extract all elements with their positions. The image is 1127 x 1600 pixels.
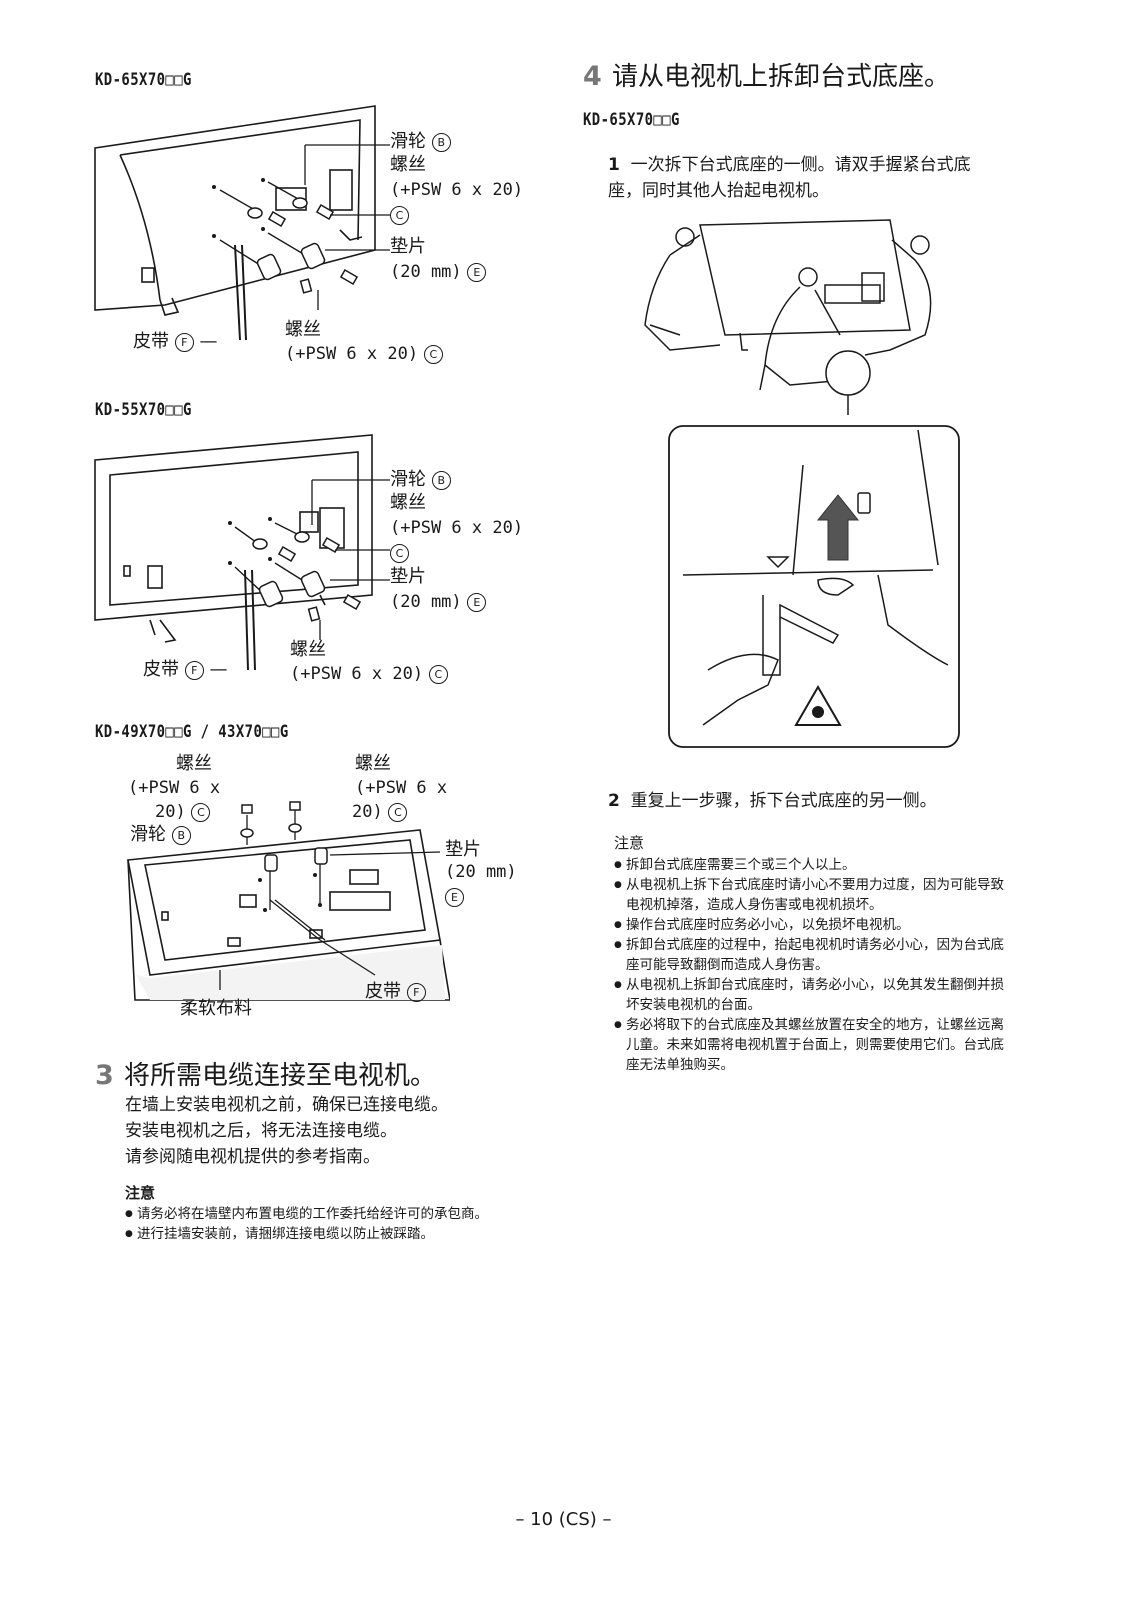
label-belt-49: 皮带 F [365, 980, 426, 1004]
tv-65-rear-illustration [94, 105, 390, 340]
step3-notes: 请务必将在墙壁内布置电缆的工作委托给经许可的承包商。 进行挂墙安装前，请捆绑连接… [125, 1204, 515, 1244]
label-screw-left: 螺丝 [176, 753, 212, 774]
label-spacer: 垫片 [390, 236, 426, 257]
label-pulley-49: 滑轮 B [130, 823, 191, 847]
step3-line: 安装电视机之后，将无法连接电缆。 [125, 1121, 397, 1141]
step3-body: 在墙上安装电视机之前，确保已连接电缆。 安装电视机之后，将无法连接电缆。 请参阅… [125, 1092, 525, 1170]
step3-line: 在墙上安装电视机之前，确保已连接电缆。 [125, 1095, 448, 1115]
model-heading-65: KD-65X70□□G [95, 70, 192, 90]
label-screw-right-spec1: (+PSW 6 x [355, 778, 448, 798]
step3-note-heading: 注意 [125, 1184, 156, 1202]
note-item: 拆卸台式底座需要三个或三个人以上。 [614, 855, 1004, 875]
note-item: 操作台式底座时应务必小心，以免损坏电视机。 [614, 915, 1004, 935]
step4-heading: 4 请从电视机上拆卸台式底座。 [583, 61, 950, 92]
step4-note-heading: 注意 [614, 834, 645, 852]
step4-substep-2: 2 重复上一步骤，拆下台式底座的另一侧。 [608, 791, 937, 811]
label-screw-spec: (+PSW 6 x 20) [390, 180, 524, 200]
lift-tv-illustration [644, 219, 932, 415]
label-pulley-55: 滑轮 B [390, 468, 451, 492]
label-screw-spec-55: (+PSW 6 x 20) [390, 518, 524, 538]
note-item: 拆卸台式底座的过程中，抬起电视机时请务必小心，因为台式底座可能导致翻倒而造成人身… [614, 935, 1004, 975]
label-belt-55: 皮带 F — [143, 659, 228, 680]
step3-heading: 3 将所需电缆连接至电视机。 [95, 1060, 436, 1091]
label-spacer-49: 垫片 [445, 839, 481, 860]
step3-line: 请参阅随电视机提供的参考指南。 [125, 1147, 380, 1167]
label-screw-left-spec2: 20) C [155, 800, 211, 824]
label-spacer-spec-55: (20 mm) E [390, 590, 487, 614]
label-spacer-spec-49: (20 mm) [445, 862, 517, 882]
model-heading-65-step4: KD-65X70□□G [583, 110, 680, 130]
label-pulley: 滑轮 B [390, 130, 451, 154]
stand-removal-detail-illustration [668, 425, 960, 748]
label-screw-code: C [390, 203, 409, 227]
label-spacer-code-49: E [445, 885, 464, 909]
model-heading-49-43: KD-49X70□□G / 43X70□□G [95, 722, 289, 742]
note-item: 从电视机上拆下台式底座时请小心不要用力过度，因为可能导致电视机掉落，造成人身伤害… [614, 875, 1004, 915]
label-screw-55: 螺丝 [390, 492, 426, 513]
model-heading-55: KD-55X70□□G [95, 400, 192, 420]
note-item: 务必将取下的台式底座及其螺丝放置在安全的地方，让螺丝远离儿童。未来如需将电视机置… [614, 1015, 1004, 1075]
step4-substep-1: 1 一次拆下台式底座的一侧。请双手握紧台式底座，同时其他人抬起电视机。 [608, 155, 971, 201]
label-soft-cloth: 柔软布料 [180, 998, 252, 1019]
label-screw: 螺丝 [390, 154, 426, 175]
note-item: 进行挂墙安装前，请捆绑连接电缆以防止被踩踏。 [125, 1224, 515, 1244]
label-screw-left-spec1: (+PSW 6 x [128, 778, 221, 798]
note-item: 请务必将在墙壁内布置电缆的工作委托给经许可的承包商。 [125, 1204, 515, 1224]
label-screw-right-spec2: 20) C [352, 800, 408, 824]
note-item: 从电视机上拆卸台式底座时，请务必小心，以免其发生翻倒并损坏安装电视机的台面。 [614, 975, 1004, 1015]
tv-55-rear-illustration [94, 434, 390, 670]
label-screw2: 螺丝 [285, 319, 321, 340]
label-spacer-55: 垫片 [390, 566, 426, 587]
label-screw2-55: 螺丝 [290, 639, 326, 660]
page-number: – 10 (CS) – [515, 1509, 612, 1530]
tv-49-43-flat-illustration [127, 801, 450, 1001]
label-belt: 皮带 F — [133, 331, 218, 352]
label-screw2-spec: (+PSW 6 x 20) C [285, 342, 443, 366]
label-screw2-spec-55: (+PSW 6 x 20) C [290, 662, 448, 686]
label-screw-code-55: C [390, 541, 409, 565]
step4-notes: 拆卸台式底座需要三个或三个人以上。 从电视机上拆下台式底座时请小心不要用力过度，… [614, 855, 1004, 1075]
label-spacer-spec: (20 mm) E [390, 260, 487, 284]
label-screw-right: 螺丝 [355, 753, 391, 774]
